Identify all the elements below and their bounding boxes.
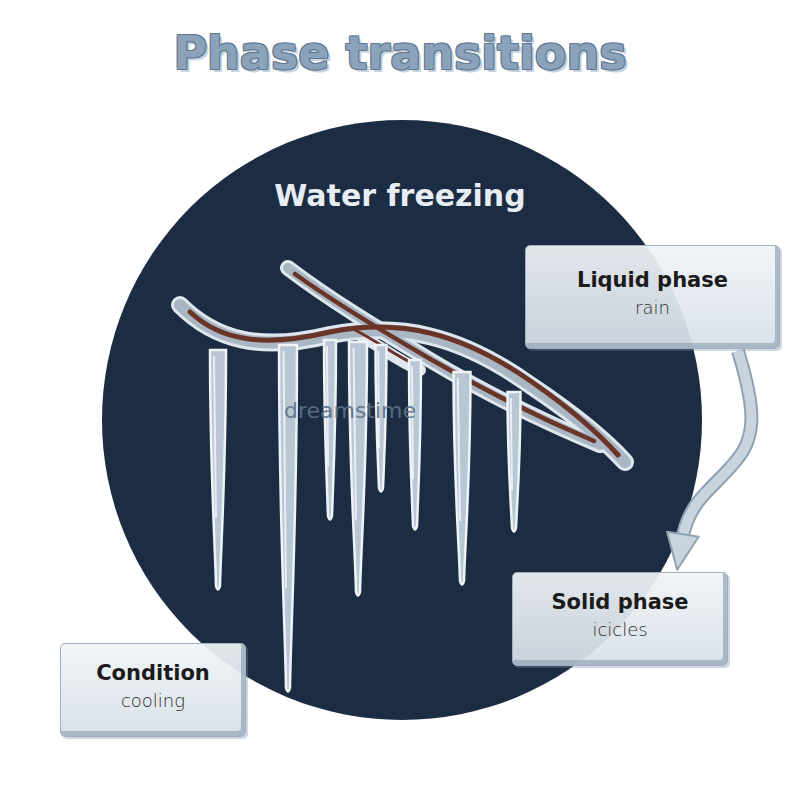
icicle xyxy=(409,360,421,530)
info-box: Liquid phaserain xyxy=(525,245,780,349)
icicles xyxy=(210,340,521,692)
box-body: icicles xyxy=(531,617,709,642)
arrow-body xyxy=(680,351,751,552)
icicle xyxy=(279,345,297,692)
diagram-title: Phase transitions xyxy=(0,26,800,80)
section-label: Water freezing xyxy=(274,178,525,213)
box-heading: Solid phase xyxy=(531,588,709,616)
box-body: cooling xyxy=(79,688,227,713)
icicle xyxy=(508,392,521,532)
icicle xyxy=(349,342,367,596)
watermark: dreamstime xyxy=(284,398,416,423)
icicle-highlight xyxy=(511,398,512,490)
icicle xyxy=(454,372,471,585)
box-heading: Condition xyxy=(79,659,227,687)
icicle-highlight xyxy=(214,356,216,518)
box-body: rain xyxy=(544,295,761,320)
transition-arrow xyxy=(680,351,751,552)
icicle xyxy=(324,340,336,520)
arrow-outline xyxy=(680,351,751,552)
box-heading: Liquid phase xyxy=(544,266,761,294)
info-box: Solid phaseicicles xyxy=(512,572,728,666)
icicle-highlight xyxy=(354,348,357,520)
icicle xyxy=(210,350,226,590)
icicle-highlight xyxy=(284,351,287,588)
icicle-highlight xyxy=(458,378,460,521)
info-box: Conditioncooling xyxy=(60,643,246,737)
